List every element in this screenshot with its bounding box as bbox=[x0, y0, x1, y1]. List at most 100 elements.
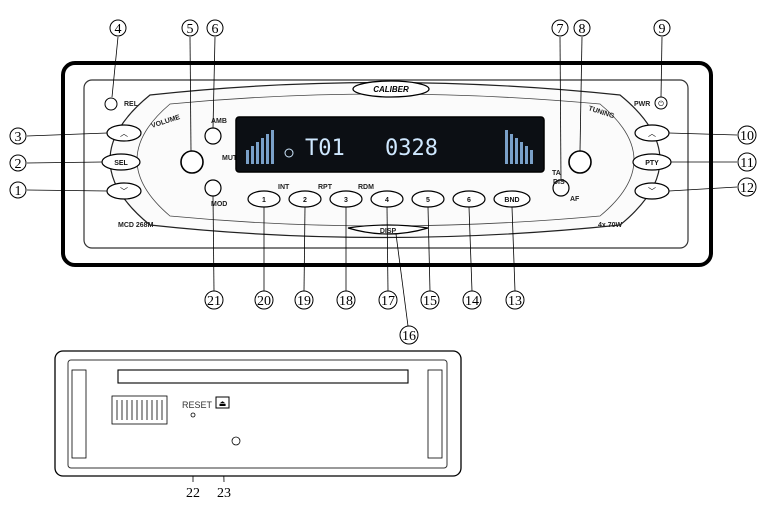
lcd-display bbox=[235, 116, 545, 173]
callout-label-11: 11 bbox=[740, 156, 753, 171]
power-rating-label: 4x 70W bbox=[598, 222, 623, 229]
callouts bbox=[9, 19, 757, 345]
svg-text:DISP: DISP bbox=[380, 228, 397, 235]
reset-label: RESET bbox=[182, 400, 213, 410]
rdm-label: RDM bbox=[358, 184, 374, 191]
callout-label-1: 1 bbox=[15, 184, 22, 199]
callout-14 bbox=[462, 290, 482, 310]
callout-label-22: 22 bbox=[186, 486, 200, 501]
callout-label-16: 16 bbox=[402, 329, 416, 344]
amb-button[interactable] bbox=[204, 127, 222, 145]
preset-button-4[interactable]: 4 bbox=[370, 190, 404, 208]
rel-label: REL bbox=[124, 101, 139, 108]
callout-label-5: 5 bbox=[187, 22, 194, 37]
callout-label-14: 14 bbox=[465, 294, 479, 309]
eject-button[interactable] bbox=[215, 396, 230, 409]
callout-label-2: 2 bbox=[15, 157, 22, 172]
pwr-label: PWR bbox=[634, 101, 650, 108]
callout-17 bbox=[378, 290, 398, 310]
callout-label-3: 3 bbox=[15, 130, 22, 145]
brand-badge bbox=[352, 80, 430, 98]
ta-label: TA bbox=[552, 170, 561, 177]
ta-button[interactable] bbox=[568, 150, 592, 174]
left-level-meter bbox=[246, 130, 274, 164]
power-icon: ⏻ bbox=[658, 100, 664, 108]
callout-label-23: 23 bbox=[217, 486, 231, 501]
bnd-button[interactable]: BND bbox=[493, 190, 531, 208]
callout-12 bbox=[737, 177, 757, 197]
right-level-meter bbox=[505, 130, 533, 164]
volume-knob[interactable] bbox=[180, 150, 204, 174]
callout-6 bbox=[206, 19, 224, 37]
dis-label: DIS bbox=[553, 179, 565, 186]
right-bracket bbox=[427, 369, 443, 459]
callout-20 bbox=[254, 290, 274, 310]
preset-button-2[interactable]: 2 bbox=[288, 190, 322, 208]
cd-indicator-icon bbox=[284, 148, 294, 158]
callout-label-8: 8 bbox=[579, 22, 586, 37]
svg-text:3: 3 bbox=[344, 197, 348, 204]
chassis-view: RESET ⏏ bbox=[54, 350, 462, 477]
preset-button-1[interactable]: 1 bbox=[247, 190, 281, 208]
svg-text:1: 1 bbox=[262, 197, 266, 204]
callout-7 bbox=[551, 19, 569, 37]
model-label: MCD 268M bbox=[118, 222, 154, 229]
callout-13 bbox=[505, 290, 525, 310]
callout-label-13: 13 bbox=[508, 294, 522, 309]
callout-4 bbox=[109, 19, 127, 37]
callout-label-9: 9 bbox=[659, 22, 666, 37]
callout-19 bbox=[294, 290, 314, 310]
mod-label: MOD bbox=[211, 201, 227, 208]
callout-15 bbox=[420, 290, 440, 310]
callout-label-6: 6 bbox=[212, 22, 219, 37]
volume-down-icon: ﹀ bbox=[120, 187, 128, 196]
callout-18 bbox=[336, 290, 356, 310]
svg-text:2: 2 bbox=[303, 197, 307, 204]
callout-label-7: 7 bbox=[557, 22, 564, 37]
release-button[interactable] bbox=[104, 97, 118, 111]
callout-8 bbox=[573, 19, 591, 37]
callout-16 bbox=[399, 325, 419, 345]
callout-1 bbox=[9, 181, 27, 199]
sel-label: SEL bbox=[114, 160, 128, 167]
callout-label-15: 15 bbox=[423, 294, 437, 309]
pty-label: PTY bbox=[645, 160, 659, 167]
rpt-label: RPT bbox=[318, 184, 333, 191]
callout-3 bbox=[9, 127, 27, 145]
callout-9 bbox=[653, 19, 671, 37]
amb-label: AMB bbox=[211, 118, 227, 125]
callout-label-19: 19 bbox=[297, 294, 311, 309]
volume-up-icon: ︿ bbox=[120, 129, 128, 138]
brand-logo: CALIBER bbox=[373, 85, 409, 94]
svg-text:4: 4 bbox=[385, 197, 389, 204]
preset-button-5[interactable]: 5 bbox=[411, 190, 445, 208]
callout-2 bbox=[9, 154, 27, 172]
preset-button-6[interactable]: 6 bbox=[452, 190, 486, 208]
preset-button-3[interactable]: 3 bbox=[329, 190, 363, 208]
svg-text:6: 6 bbox=[467, 197, 471, 204]
reset-button[interactable] bbox=[190, 412, 196, 418]
eject-icon: ⏏ bbox=[219, 399, 227, 408]
tuning-up-icon: ︿ bbox=[648, 129, 656, 138]
callout-label-18: 18 bbox=[339, 294, 353, 309]
callout-11 bbox=[737, 152, 757, 172]
front-panel: CALIBER REL PWR ⏻ VOLUME TUNING ︿ SEL ﹀ … bbox=[61, 61, 713, 267]
disp-button[interactable]: DISP bbox=[347, 224, 429, 235]
callout-label-20: 20 bbox=[257, 294, 271, 309]
left-bracket bbox=[71, 369, 87, 459]
callout-5 bbox=[181, 19, 199, 37]
int-label: INT bbox=[278, 184, 290, 191]
tuning-down-icon: ﹀ bbox=[648, 187, 656, 196]
callout-labels: 4 5 6 7 8 9 3 2 1 10 11 12 21 20 19 18 1… bbox=[15, 22, 755, 344]
lcd-time: 0328 bbox=[385, 136, 438, 161]
callout-label-4: 4 bbox=[115, 22, 122, 37]
callout-lines bbox=[26, 36, 738, 483]
chassis-inner bbox=[67, 359, 448, 469]
callout-label-12: 12 bbox=[740, 181, 754, 196]
callout-21 bbox=[204, 290, 224, 310]
mod-button[interactable] bbox=[204, 179, 222, 197]
mount-hole bbox=[231, 436, 241, 446]
faceplate-connector bbox=[111, 395, 168, 425]
af-label: AF bbox=[570, 196, 580, 203]
